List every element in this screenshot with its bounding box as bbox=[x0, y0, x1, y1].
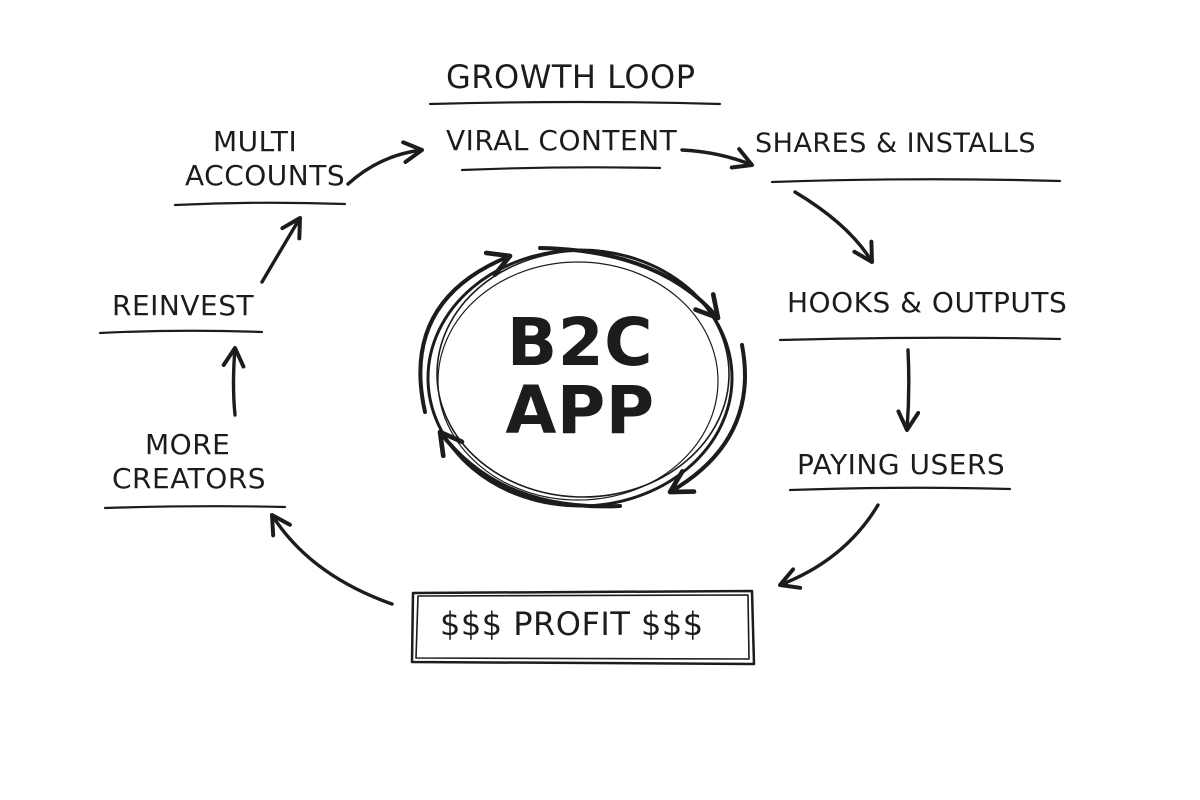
node-more-creators-line2: CREATORS bbox=[112, 462, 267, 495]
center-label-b2c: B2C bbox=[506, 304, 654, 381]
arrow-hooks-to-paying bbox=[896, 348, 921, 432]
cycle-arrow-bottom bbox=[437, 429, 622, 509]
node-more-creators-line1: MORE bbox=[145, 428, 231, 461]
arrow-viral-to-shares bbox=[680, 147, 754, 170]
arrow-profit-to-creators bbox=[270, 513, 394, 606]
node-profit: $$$ PROFIT $$$ bbox=[440, 605, 704, 643]
cycle-arrow-left bbox=[418, 250, 513, 414]
arrow-creators-to-reinvest bbox=[221, 346, 246, 417]
node-reinvest: REINVEST bbox=[112, 289, 255, 322]
cycle-arrow-top bbox=[538, 246, 721, 321]
node-paying-users: PAYING USERS bbox=[797, 448, 1006, 481]
center-label-app: APP bbox=[505, 372, 655, 449]
multi-accounts-underline bbox=[173, 201, 347, 207]
more-creators-underline bbox=[103, 505, 287, 510]
cycle-arrow-right bbox=[667, 343, 747, 495]
arrow-reinvest-to-multi bbox=[260, 216, 302, 284]
node-shares-installs: SHARES & INSTALLS bbox=[755, 128, 1036, 159]
diagram-title: GROWTH LOOP bbox=[446, 58, 696, 96]
profit-box bbox=[410, 589, 756, 666]
arrow-paying-to-profit bbox=[778, 503, 880, 590]
shares-installs-underline bbox=[770, 178, 1062, 184]
arrow-multi-to-viral bbox=[346, 140, 424, 186]
node-multi-accounts-line2: ACCOUNTS bbox=[185, 159, 346, 192]
node-hooks-outputs: HOOKS & OUTPUTS bbox=[787, 286, 1068, 319]
viral-content-underline bbox=[460, 166, 662, 172]
arrow-shares-to-hooks bbox=[793, 190, 874, 264]
paying-users-underline bbox=[788, 486, 1012, 492]
reinvest-underline bbox=[98, 329, 264, 335]
node-viral-content: VIRAL CONTENT bbox=[446, 124, 678, 157]
title-underline bbox=[428, 100, 722, 106]
node-multi-accounts-line1: MULTI bbox=[213, 125, 298, 158]
hooks-outputs-underline bbox=[778, 336, 1062, 342]
